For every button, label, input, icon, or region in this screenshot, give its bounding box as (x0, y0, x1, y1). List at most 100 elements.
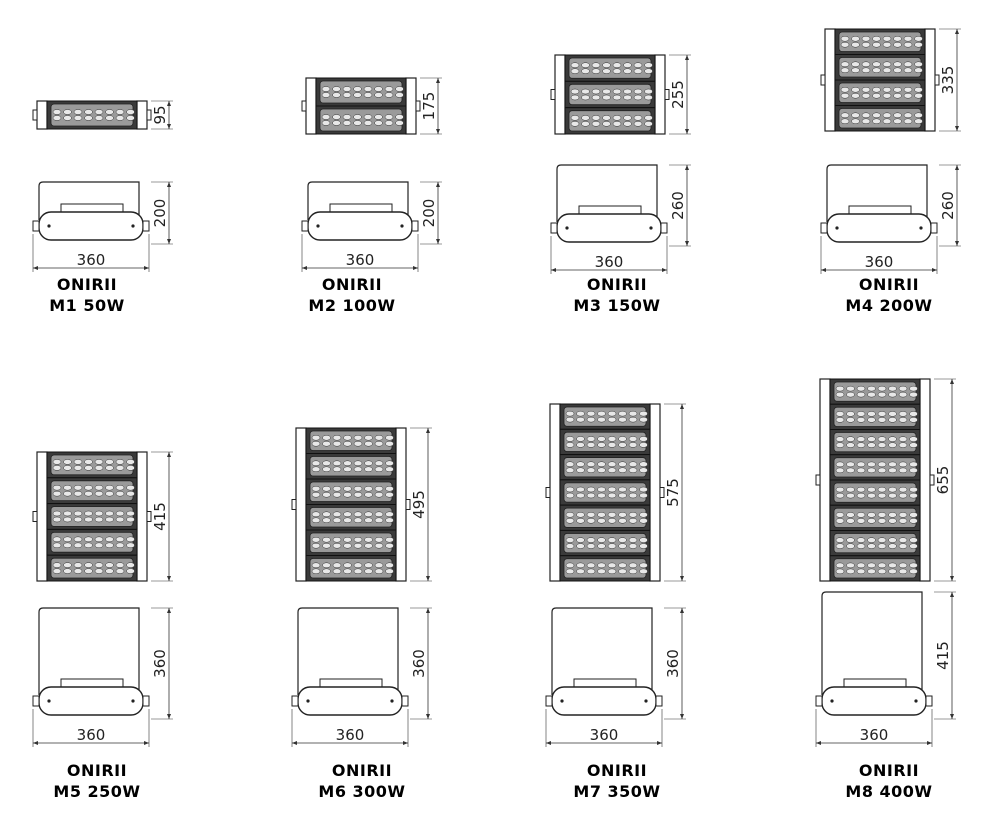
front-height-label: 415 (151, 502, 169, 531)
brand-label: ONIRII (322, 275, 382, 294)
side-view: 360 360 (32, 607, 173, 747)
front-height-label: 95 (151, 105, 169, 124)
led-module (834, 79, 926, 106)
led-module (305, 504, 397, 531)
front-height-label: 175 (420, 92, 438, 121)
front-view: 175 (301, 77, 442, 135)
width-label: 360 (336, 726, 365, 744)
led-module (834, 54, 926, 81)
front-view: 655 (815, 378, 956, 582)
model-label: M3 150W (573, 296, 660, 315)
led-module (829, 530, 921, 557)
width-label: 360 (860, 726, 889, 744)
led-module (46, 503, 138, 530)
led-module (305, 453, 397, 480)
led-module (559, 428, 651, 456)
led-module (559, 504, 651, 531)
width-label: 360 (590, 726, 619, 744)
side-height-label: 360 (151, 649, 169, 678)
width-label: 360 (346, 251, 375, 269)
model-label: M2 100W (308, 296, 395, 315)
led-module (559, 529, 651, 557)
side-view: 200 360 (32, 181, 173, 272)
side-height-label: 360 (664, 649, 682, 678)
front-height-label: 495 (410, 490, 428, 519)
brand-label: ONIRII (859, 761, 919, 780)
width-label: 360 (77, 726, 106, 744)
led-module (829, 555, 921, 582)
model-label: M8 400W (845, 782, 932, 801)
brand-label: ONIRII (587, 761, 647, 780)
front-height-label: 655 (934, 466, 952, 495)
led-module (829, 479, 921, 506)
led-module (564, 80, 656, 109)
led-module (829, 378, 921, 405)
front-height-label: 575 (664, 478, 682, 507)
led-module (834, 105, 926, 132)
front-height-label: 255 (669, 80, 687, 109)
led-module (559, 555, 651, 582)
side-height-label: 415 (934, 641, 952, 670)
led-module (46, 528, 138, 556)
side-view: 200 360 (301, 181, 442, 272)
led-module (564, 54, 656, 82)
side-height-label: 200 (151, 199, 169, 228)
led-module (559, 454, 651, 481)
model-label: M5 250W (53, 782, 140, 801)
led-module (559, 479, 651, 506)
led-module (834, 28, 926, 55)
led-module (46, 554, 138, 582)
led-module (829, 454, 921, 481)
led-module (829, 429, 921, 456)
led-module (46, 100, 138, 130)
front-view: 255 (550, 54, 691, 135)
front-view: 575 (545, 403, 686, 582)
width-label: 360 (595, 253, 624, 271)
side-view: 415 360 (815, 591, 956, 747)
side-height-label: 200 (420, 199, 438, 228)
front-view: 415 (32, 451, 173, 582)
led-module (305, 555, 397, 582)
brand-label: ONIRII (57, 275, 117, 294)
led-module (315, 77, 407, 107)
led-module (46, 451, 138, 479)
brand-label: ONIRII (587, 275, 647, 294)
led-module (305, 529, 397, 556)
led-module (829, 403, 921, 430)
led-module (564, 107, 656, 135)
brand-label: ONIRII (859, 275, 919, 294)
brand-label: ONIRII (67, 761, 127, 780)
side-view: 360 360 (545, 607, 686, 747)
model-label: M1 50W (49, 296, 125, 315)
width-label: 360 (77, 251, 106, 269)
model-label: M6 300W (318, 782, 405, 801)
side-height-label: 260 (669, 191, 687, 220)
side-view: 360 360 (291, 607, 432, 747)
front-view: 95 (32, 100, 173, 130)
side-view: 260 360 (550, 164, 691, 274)
led-module (559, 403, 651, 430)
front-height-label: 335 (939, 66, 957, 95)
front-view: 335 (820, 28, 961, 132)
front-view: 495 (291, 427, 432, 582)
model-label: M7 350W (573, 782, 660, 801)
led-module (305, 478, 397, 505)
led-module (315, 105, 407, 135)
side-height-label: 360 (410, 649, 428, 678)
side-height-label: 260 (939, 191, 957, 220)
brand-label: ONIRII (332, 761, 392, 780)
led-module (829, 504, 921, 531)
model-label: M4 200W (845, 296, 932, 315)
led-module (46, 477, 138, 505)
led-module (305, 427, 397, 454)
